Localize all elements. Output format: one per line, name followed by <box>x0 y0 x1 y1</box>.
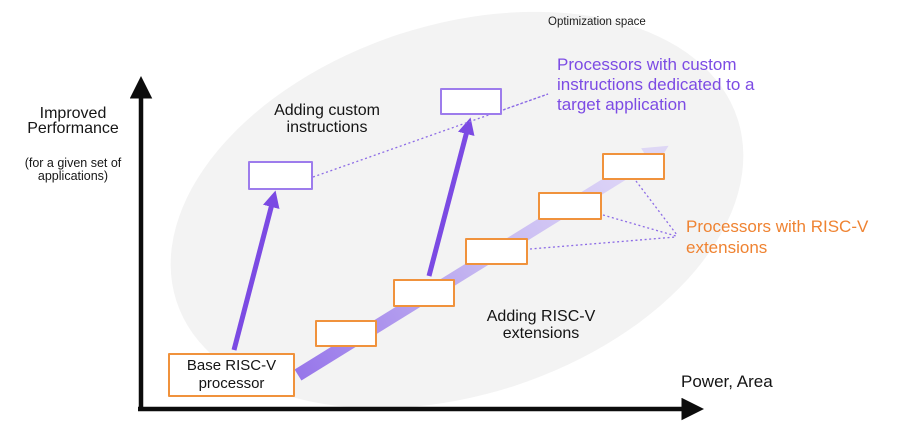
dotted-callout-custom-2 <box>502 93 549 111</box>
custom-instructions-annotation: Processors with custom instructions dedi… <box>557 55 755 114</box>
x-axis-label: Power, Area <box>681 372 773 391</box>
y-axis-subtitle: (for a given set of applications) <box>24 156 122 183</box>
extension-step-box-5 <box>602 153 665 180</box>
custom-instructions-arrow-1 <box>231 190 280 351</box>
base-riscv-processor-box: Base RISC-V processor <box>168 353 295 397</box>
extension-step-box-2 <box>393 279 455 307</box>
y-axis-title: Improved Performance <box>27 105 119 137</box>
dotted-callout-ext-1 <box>635 180 678 236</box>
optimization-space-label: Optimization space <box>548 16 646 28</box>
custom-instructions-arrow-2 <box>426 117 475 277</box>
extension-step-box-3 <box>465 238 528 265</box>
adding-riscv-extensions-label: Adding RISC-V extensions <box>486 308 596 342</box>
optimization-space-ellipse <box>170 11 744 409</box>
custom-instruction-processor-box-2 <box>440 88 502 115</box>
adding-custom-instructions-label: Adding custom instructions <box>274 102 380 136</box>
extension-step-box-1 <box>315 320 377 347</box>
dotted-callout-ext-2 <box>602 214 677 237</box>
custom-instruction-processor-box-1 <box>248 161 313 190</box>
y-axis-label: Improved Performance (for a given set of… <box>0 88 146 201</box>
dotted-callout-ext-3 <box>529 236 677 250</box>
extension-step-box-4 <box>538 192 602 220</box>
riscv-extensions-annotation: Processors with RISC-V extensions <box>686 217 869 257</box>
